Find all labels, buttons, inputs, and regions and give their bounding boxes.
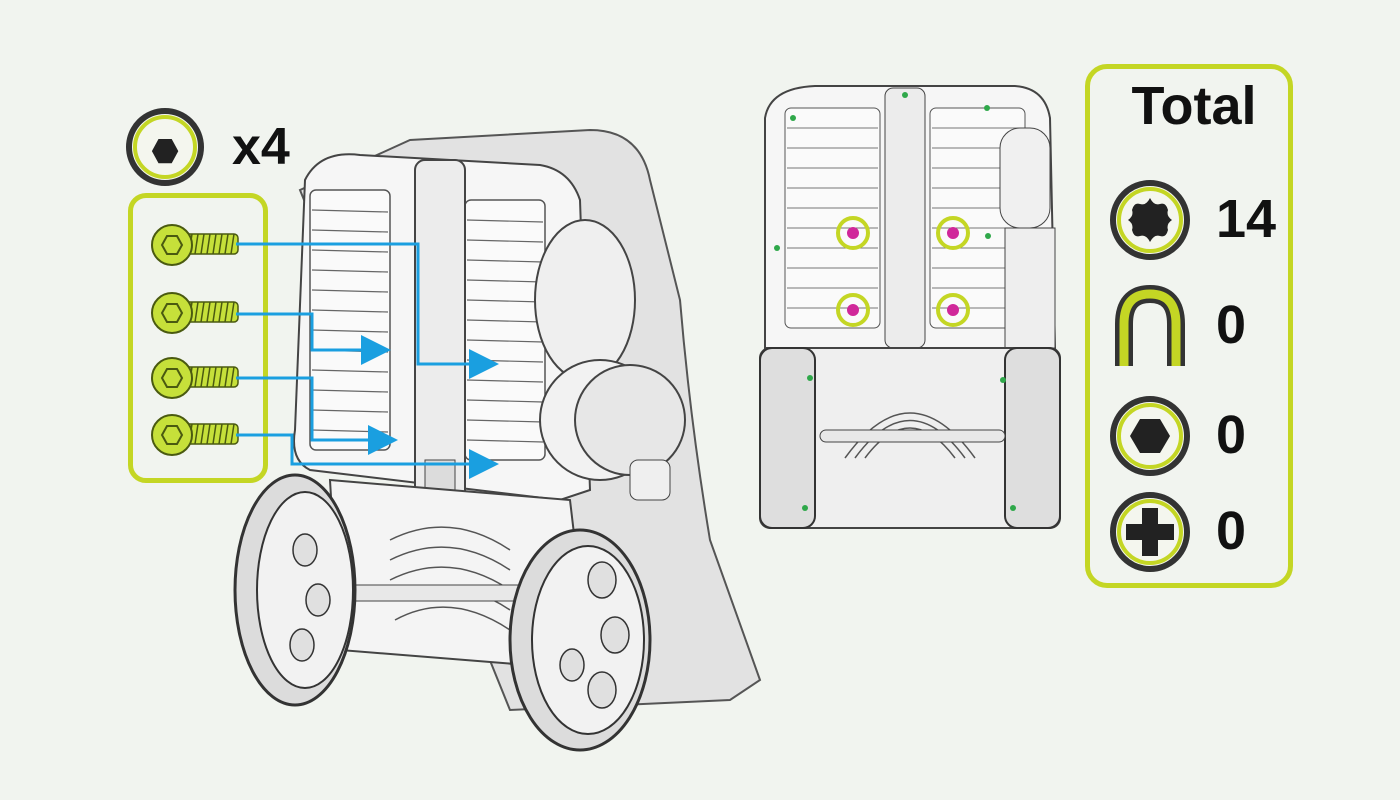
clip-icon <box>1115 284 1185 366</box>
phillips-icon <box>1110 492 1190 572</box>
total-title: Total <box>1131 76 1257 136</box>
clip-count: 0 <box>1216 295 1247 355</box>
total-row-hex: 0 <box>1108 394 1298 478</box>
hex-screw <box>151 292 239 334</box>
total-panel <box>1085 64 1293 588</box>
hex-screw <box>151 414 239 456</box>
total-row-clip: 0 <box>1108 284 1298 368</box>
total-row-phillips: 0 <box>1108 490 1298 574</box>
hex-bit-icon <box>126 108 204 186</box>
torx-count: 14 <box>1216 189 1277 249</box>
device-front-reference-diagram <box>759 85 1061 529</box>
hex-screw <box>151 357 239 399</box>
quantity-label: x4 <box>232 118 290 176</box>
hex-icon <box>1110 396 1190 476</box>
hex-count: 0 <box>1216 405 1247 465</box>
device-rear-view-diagram <box>233 128 762 752</box>
phillips-count: 0 <box>1216 501 1247 561</box>
total-row-torx: 14 <box>1108 178 1298 262</box>
torx-icon <box>1110 180 1190 260</box>
